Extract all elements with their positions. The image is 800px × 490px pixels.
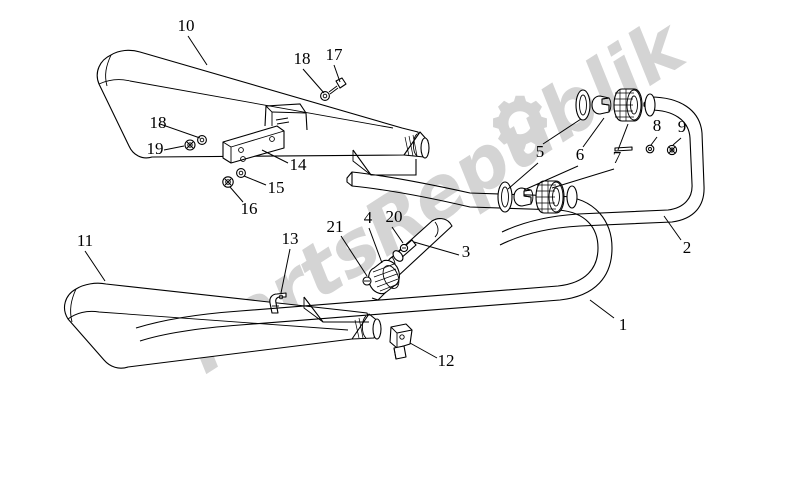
callout-label-16: 16 [241,199,258,218]
part-8-washer [645,144,655,154]
part-6-split-collar-lower [513,187,534,207]
callout-label-3: 3 [462,242,471,261]
part-15-washer [236,168,246,178]
callout-label-7: 7 [613,148,622,167]
part-7-exhaust-nut-lower [535,180,565,214]
part-18-washer-upper [320,91,330,101]
callout-label-18-top: 18 [294,49,311,68]
callout-label-10: 10 [178,16,195,35]
callout-label-1: 1 [619,315,628,334]
part-18-washer-left [197,135,207,145]
part-5-gasket-ring-upper [575,89,591,121]
part-9-nut [666,144,678,156]
callout-label-21: 21 [327,217,344,236]
callout-label-20: 20 [386,207,403,226]
fasteners-8-9-group [614,144,678,156]
callout-label-8: 8 [653,116,662,135]
part-17-bolt [328,77,347,95]
part-1-exhaust-pipe-right [135,171,613,342]
gear-icon [493,95,547,150]
callout-label-4: 4 [364,208,373,227]
part-10-silencer-upper [96,49,430,176]
callout-label-19: 19 [147,139,164,158]
callout-label-17: 17 [326,45,344,64]
callout-label-13: 13 [282,229,299,248]
callout-label-15: 15 [268,178,285,197]
part-7-exhaust-nut-upper [613,88,643,122]
callout-label-18-left: 18 [150,113,167,132]
callout-labels: 10 17 18 18 19 14 15 16 11 13 21 4 20 3 … [77,16,691,370]
fasteners-upper-group [184,77,347,188]
callout-label-9: 9 [678,117,687,136]
callout-leader-lines [84,35,682,359]
callout-label-6: 6 [576,145,585,164]
part-20-screw [399,243,409,253]
part-4-clamp-ring [368,259,400,295]
part-3-balance-pipe [362,218,453,301]
part-14-mounting-bracket [222,103,308,164]
part-5-gasket-ring-lower [497,181,513,213]
part-11-silencer-lower [64,282,382,369]
callout-label-2: 2 [683,238,692,257]
callout-label-12: 12 [438,351,455,370]
callout-label-11: 11 [77,231,93,250]
callout-label-14: 14 [290,155,308,174]
part-16-nut [222,176,234,188]
part-12-clamp-bracket [389,323,413,360]
part-19-nut [184,139,196,151]
exhaust-hardware-upper [575,88,656,122]
part-21-screw [362,276,372,286]
part-6-split-collar-upper [591,95,612,115]
callout-label-5: 5 [536,142,545,161]
exhaust-hardware-lower [497,180,578,214]
